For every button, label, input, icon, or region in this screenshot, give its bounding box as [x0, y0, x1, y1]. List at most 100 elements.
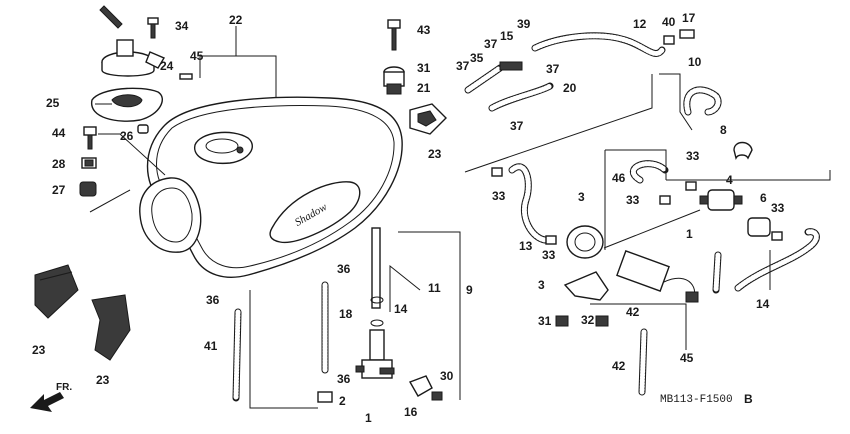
callout-43: 43 [417, 23, 431, 37]
callout-23b: 23 [96, 373, 110, 387]
clip-33b [545, 235, 557, 245]
callout-23a: 23 [32, 343, 46, 357]
callout-1b: 1 [686, 227, 693, 241]
callout-24: 23 [428, 147, 442, 161]
hose-vertical-1 [712, 251, 722, 294]
bolt-34 [147, 17, 159, 39]
callout-33d: 33 [771, 201, 785, 215]
joint-16 [499, 61, 523, 71]
callout-37d: 37 [510, 119, 524, 133]
callout-25: 24 [160, 59, 174, 73]
screw-30 [431, 391, 443, 401]
callout-3: 3 [578, 190, 585, 204]
callout-37c: 37 [546, 62, 560, 76]
callout-22: 22 [229, 13, 243, 27]
callout-45: 45 [190, 49, 204, 63]
callout-36c: 36 [337, 372, 351, 386]
callout-11: 11 [428, 281, 441, 295]
callout-36a: 36 [337, 262, 351, 276]
callout-36b: 36 [206, 293, 220, 307]
fuel-cap-assembly [99, 5, 166, 77]
clip-33c [685, 181, 697, 191]
side-rubber-23b [91, 294, 131, 361]
callout-26: 25 [46, 96, 60, 110]
clip-39 [663, 35, 675, 45]
callout-28: 27 [52, 183, 66, 197]
clip-2 [317, 391, 333, 403]
callout-17: 16 [404, 405, 418, 419]
callout-15: 14 [394, 302, 408, 316]
callout-39: 40 [662, 15, 676, 29]
callout-47: 46 [612, 171, 626, 185]
collar-29 [81, 157, 97, 169]
part-code: MB113-F1500 [660, 394, 733, 406]
callout-46: 45 [680, 351, 694, 365]
callout-38: 39 [517, 17, 531, 31]
front-direction-arrow: FR. [30, 382, 72, 412]
breather-hose-13 [531, 32, 666, 57]
callout-21: 20 [563, 81, 577, 95]
nut-31b [595, 315, 609, 327]
callout-33b: 33 [626, 193, 640, 207]
filter-6 [699, 189, 743, 211]
callout-44: 44 [52, 126, 66, 140]
cushion-28 [79, 181, 97, 197]
callout-37a: 37 [456, 59, 470, 73]
filter-3 [566, 225, 604, 259]
rubber-32 [383, 66, 405, 87]
callout-10: 10 [688, 55, 702, 69]
nut-31a [555, 315, 569, 327]
collar-20 [386, 83, 402, 95]
callout-20: 21 [417, 81, 431, 95]
knob-17 [408, 375, 433, 397]
clip-27 [137, 124, 149, 134]
clip-7 [747, 217, 771, 237]
callout-33c: 33 [686, 149, 700, 163]
callout-14: 14 [756, 297, 770, 311]
clip-33d [659, 195, 671, 205]
revision-letter: B [744, 392, 753, 406]
fuel-tank: Shadow [139, 96, 403, 278]
callout-33e: 33 [542, 248, 556, 262]
callout-42: 42 [612, 359, 626, 373]
label-45 [179, 73, 193, 80]
bolt-43 [387, 19, 401, 51]
callout-31b: 32 [581, 313, 595, 327]
hose-12 [508, 163, 549, 244]
fuel-hose-41 [232, 308, 242, 402]
fuel-valve [355, 227, 395, 379]
clamp-8 [733, 141, 753, 161]
callout-32: 31 [417, 61, 431, 75]
hose-42 [638, 328, 648, 396]
callout-30: 30 [440, 369, 454, 383]
cap-cover [91, 87, 163, 122]
callout-16: 15 [500, 29, 514, 43]
callout-7: 6 [760, 191, 767, 205]
callout-1a: 1 [365, 411, 372, 425]
hose-14 [734, 228, 820, 292]
hose-47 [629, 160, 669, 184]
hose-21 [488, 82, 554, 112]
side-rubber-23a [34, 264, 79, 319]
callout-18: 17 [682, 11, 696, 25]
callout-27: 26 [120, 129, 134, 143]
clip-33e [771, 231, 783, 241]
callout-19: 18 [339, 307, 353, 321]
fitting-18 [679, 29, 695, 39]
clip-33a [491, 167, 503, 177]
callout-4: 3 [538, 278, 545, 292]
callout-37b: 37 [484, 37, 498, 51]
callout-35: 35 [470, 51, 484, 65]
callout-34: 34 [175, 19, 189, 33]
callout-33a: 33 [492, 189, 506, 203]
callout-13: 12 [633, 17, 647, 31]
callout-41: 41 [204, 339, 218, 353]
callout-29: 28 [52, 157, 66, 171]
callout-12: 13 [519, 239, 533, 253]
callout-31a: 31 [538, 314, 552, 328]
hose-10 [683, 86, 722, 116]
callout-2: 2 [339, 394, 346, 408]
fuel-pump [616, 250, 699, 303]
callout-9: 9 [466, 283, 473, 297]
